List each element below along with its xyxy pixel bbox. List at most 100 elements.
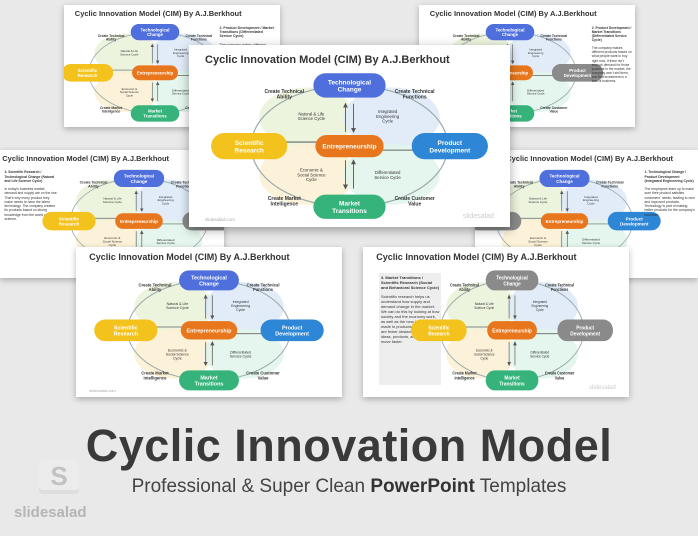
slide-title: Cyclic Innovation Model (CIM) By A.J.Ber…	[2, 153, 170, 163]
slide-title: Cyclic Innovation Model (CIM) By A.J.Ber…	[74, 8, 242, 18]
node-shape	[485, 23, 535, 41]
main-title: Cyclic Innovation Model	[85, 420, 613, 471]
slide-main[interactable]: Cyclic Innovation Model (CIM) By A.J.Ber…	[189, 45, 510, 227]
node-label: Entrepreneurship	[492, 328, 531, 334]
slide-thumb-6[interactable]: Cyclic Innovation Model (CIM) By A.J.Ber…	[363, 247, 629, 397]
slide-title: Cyclic Innovation Model (CIM) By A.J.Ber…	[376, 251, 577, 262]
node-label: Entrepreneurship	[120, 219, 158, 224]
slide-thumb-5[interactable]: Cyclic Innovation Model (CIM) By A.J.Ber…	[76, 247, 342, 397]
cycle-region	[134, 282, 214, 332]
node-center: Entrepreneurship	[487, 321, 537, 340]
side-text: 2. Product Development / Market Transiti…	[591, 25, 632, 84]
svg-text:S: S	[50, 461, 67, 491]
footer-logo: slidesalad.com	[205, 216, 235, 222]
cycle-region	[75, 179, 144, 223]
node-shape	[485, 270, 539, 291]
node-label: Entrepreneurship	[137, 70, 174, 75]
slidesalad-logo-icon: S	[39, 460, 79, 494]
node-shape	[539, 169, 590, 187]
slide-title: Cyclic Innovation Model (CIM) By A.J.Ber…	[429, 8, 597, 18]
node-label: Entrepreneurship	[322, 144, 376, 151]
cycle-region	[446, 328, 517, 379]
cycle-region	[505, 33, 571, 75]
node-label: Entrepreneurship	[545, 219, 583, 224]
node-shape	[411, 132, 488, 160]
subtitle-post: Templates	[479, 476, 567, 497]
cycle-region	[507, 328, 578, 379]
cycle-region	[501, 179, 569, 223]
cycle-region	[446, 282, 517, 332]
node-shape	[485, 370, 539, 391]
subtitle-pre: Professional & Super Clean	[131, 476, 366, 497]
node-shape	[179, 370, 239, 391]
node-shape	[64, 63, 113, 82]
brand-name: slidesalad	[14, 504, 87, 521]
cycle-region	[93, 71, 159, 113]
node-shape	[130, 105, 180, 122]
cycle-region	[560, 179, 627, 223]
node-center: Entrepreneurship	[315, 134, 384, 158]
slide-thumb-3[interactable]: Cyclic Innovation Model (CIM) By A.J.Ber…	[0, 150, 224, 278]
node-shape	[131, 65, 178, 81]
cycle-region	[204, 328, 284, 379]
node-shape	[179, 270, 239, 291]
node-shape	[113, 169, 165, 187]
cycle-region	[134, 179, 202, 223]
node-center: Entrepreneurship	[115, 213, 163, 229]
node-center: Entrepreneurship	[180, 321, 238, 340]
